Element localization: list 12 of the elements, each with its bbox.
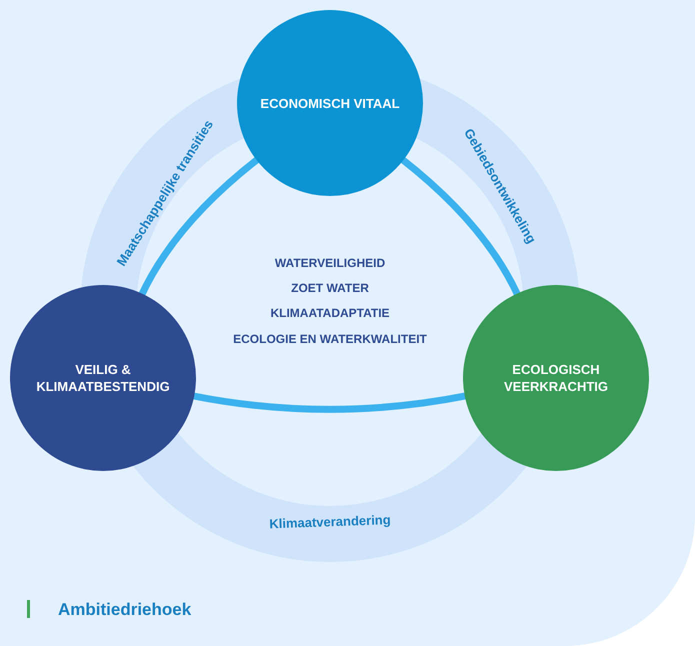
theme-label: ECOLOGIE EN WATERKWALITEIT: [233, 331, 427, 348]
node-title: VEILIG & KLIMAATBESTENDIG: [35, 361, 171, 395]
node-title: ECOLOGISCH VEERKRACHTIG: [502, 361, 609, 395]
connector-line: [192, 392, 468, 413]
node-title: ECONOMISCH VITAAL: [260, 94, 400, 112]
theme-label: ZOET WATER: [291, 280, 369, 297]
connector-line: [138, 156, 260, 298]
theme-label: WATERVEILIGHEID: [274, 255, 386, 272]
connector-line: [400, 156, 521, 297]
theme-label: KLIMAATADAPTATIE: [270, 305, 390, 322]
caption: Ambitiedriehoek: [58, 599, 192, 621]
band-label: Klimaatverandering: [269, 511, 391, 534]
